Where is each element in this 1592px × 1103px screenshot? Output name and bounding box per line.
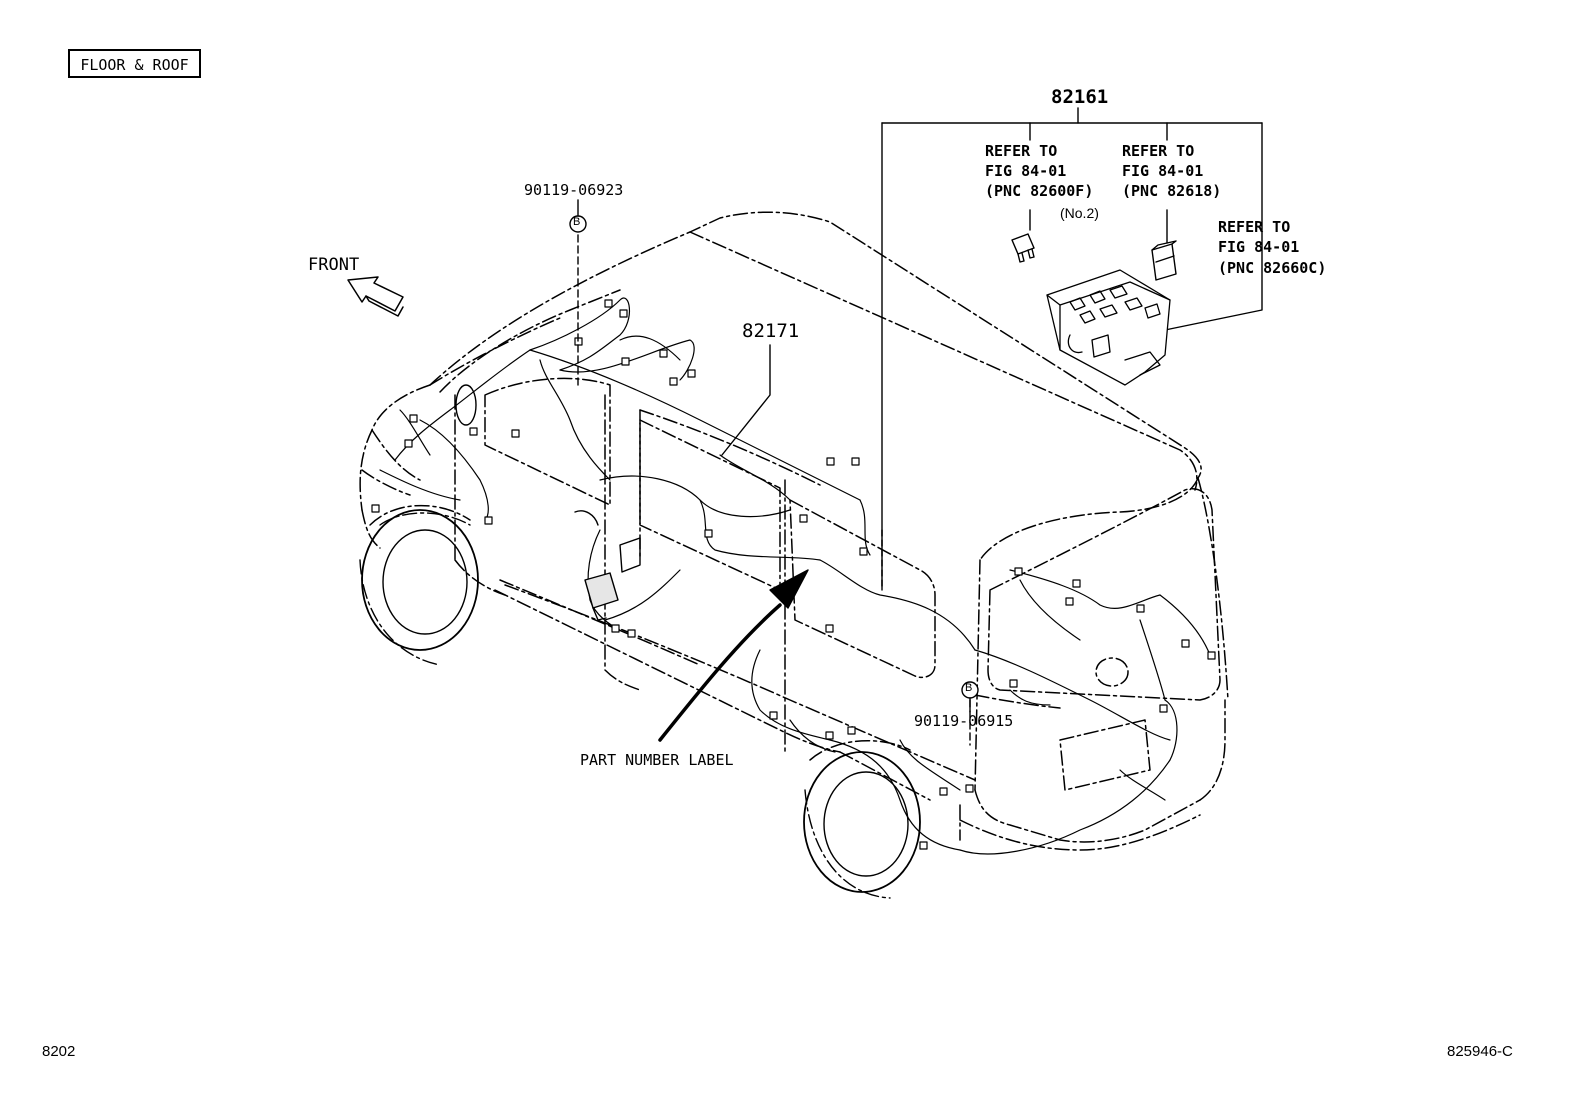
front-arrow-icon	[347, 276, 404, 317]
fuse-group-part-number: 82161	[1051, 86, 1109, 108]
refer-note-3-line1: REFER TO	[1218, 218, 1291, 236]
door-handle	[574, 510, 599, 526]
cartridge-fuse-icon	[1151, 240, 1177, 281]
wire-harness	[379, 297, 1211, 855]
clamp-bottom-part-number: 90119-06915	[914, 712, 1014, 730]
refer-note-3-line2: FIG 84-01	[1218, 238, 1300, 256]
harness-leader	[721, 344, 771, 456]
refer-note-2-line1: REFER TO	[1122, 142, 1195, 160]
fuse-block-icon	[1046, 269, 1171, 386]
fuel-door	[619, 537, 641, 573]
illustration-id: 825946-C	[1447, 1043, 1513, 1060]
clamp-top-part-number: 90119-06923	[524, 181, 624, 199]
fuse-group-bracket	[881, 107, 1263, 591]
refer-note-3-line3: (PNC 82660C)	[1218, 259, 1327, 277]
side-mirror	[455, 384, 477, 426]
refer-note-2-line2: FIG 84-01	[1122, 162, 1204, 180]
blade-fuse-icon	[1011, 233, 1035, 263]
refer-note-1-note: (No.2)	[1060, 205, 1099, 221]
refer-note-1-line3: (PNC 82600F)	[985, 182, 1094, 200]
refer-note-1-line1: REFER TO	[985, 142, 1058, 160]
refer-note-2-line3: (PNC 82618)	[1122, 182, 1222, 200]
section-title: FLOOR & ROOF	[80, 56, 189, 74]
control-module	[584, 572, 619, 621]
connectors	[371, 299, 1216, 850]
front-wheel	[359, 509, 479, 666]
van-body-outline	[359, 211, 1229, 851]
page-code: 8202	[42, 1043, 76, 1060]
harness-part-number: 82171	[742, 320, 800, 342]
rear-wheel	[803, 751, 921, 899]
refer-note-1-line2: FIG 84-01	[985, 162, 1067, 180]
clamp-bottom-marker: B	[965, 682, 973, 694]
clamp-top-marker: B	[573, 216, 581, 228]
front-label: FRONT	[308, 255, 360, 275]
part-number-label-text: PART NUMBER LABEL	[580, 751, 734, 769]
section-title-box: FLOOR & ROOF	[68, 49, 201, 78]
part-number-label-arrow	[658, 569, 809, 742]
